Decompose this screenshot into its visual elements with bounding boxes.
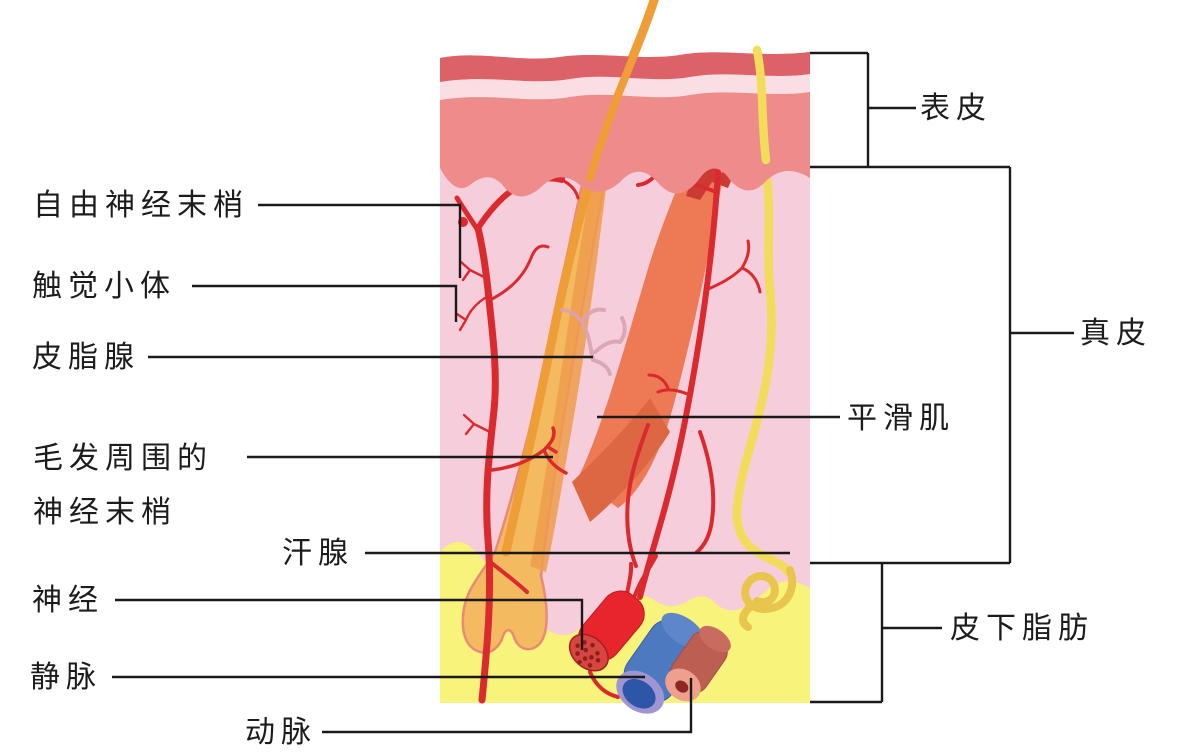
sweat-duct-top	[752, 45, 771, 165]
nerve-fiber	[568, 554, 658, 672]
leader-free-nerve-endings	[258, 203, 462, 278]
bracket-dermis	[810, 165, 1074, 565]
label-subcutaneous-fat: 皮下脂肪	[950, 612, 1094, 645]
leader-artery	[322, 678, 693, 734]
bracket-epidermis	[810, 51, 916, 167]
label-vein: 静脉	[30, 661, 102, 694]
label-hair-nerve-endings-line2: 神经末梢	[33, 496, 177, 529]
bracket-subcutaneous-fat	[810, 563, 942, 704]
label-tactile-corpuscle: 触觉小体	[32, 270, 176, 303]
label-sebaceous-gland: 皮脂腺	[32, 341, 140, 374]
label-nerve: 神经	[32, 584, 104, 617]
sebaceous-gland	[560, 307, 627, 376]
label-dermis: 真皮	[1080, 317, 1152, 350]
leader-tactile-corpuscle	[192, 284, 458, 322]
label-epidermis: 表皮	[920, 92, 992, 125]
vein-tube	[616, 612, 706, 714]
label-free-nerve-endings: 自由神经末梢	[33, 189, 249, 222]
leader-nerve	[115, 598, 584, 650]
label-hair-nerve-endings-line1: 毛发周围的	[33, 442, 213, 475]
label-smooth-muscle: 平滑肌	[847, 402, 955, 435]
label-sweat-gland: 汗腺	[282, 537, 354, 570]
label-artery: 动脉	[245, 716, 317, 749]
leader-lines	[112, 51, 1074, 734]
epidermis-layer	[440, 52, 810, 197]
sweat-gland-coil	[739, 566, 797, 631]
hair-shaft-top	[586, 0, 659, 182]
